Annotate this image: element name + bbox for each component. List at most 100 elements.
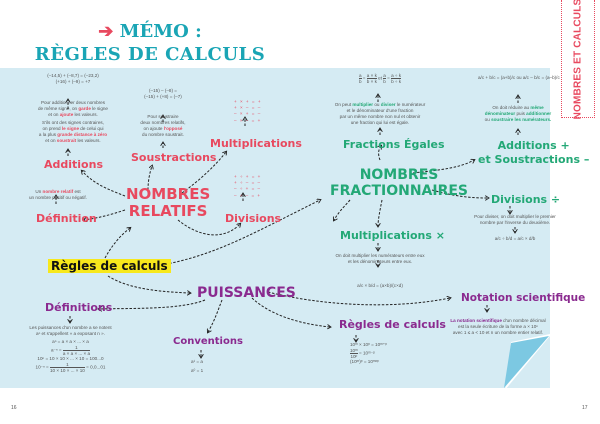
text-line: et le dénominateur d'une fraction [346, 108, 414, 113]
fractions-egales-text: On peut multiplier ou diviser le numérat… [320, 102, 440, 126]
text: le numérateur [396, 102, 426, 107]
denominator: 10ᵖ [350, 353, 358, 359]
sign-rule: + ÷ + = + [234, 174, 262, 179]
text: Un [35, 189, 42, 194]
text: a la plus [38, 132, 57, 137]
text-line: S'ils ont des signes contraires, [42, 120, 104, 125]
sign-rule: + × – = – [234, 105, 262, 111]
keyword: diviser [380, 102, 396, 107]
text: on prend [42, 126, 61, 131]
fractions-label-line1: NOMBRES [359, 167, 439, 183]
node-fractions-divisions: Divisions ÷ [491, 193, 561, 206]
sign-rule: + × + = + [234, 99, 262, 104]
text-line: avec 1 ≤ a < 10 et n un nombre entier re… [452, 330, 544, 335]
keyword: même [530, 105, 544, 110]
fractions-divisions-formula: a/c ÷ b/d = a/c × d/b [494, 236, 536, 241]
text-line: La notation scientifique d'un nombre déc… [448, 318, 548, 324]
page-number-left: 16 [11, 405, 17, 411]
relatifs-label-line2: RELATIFS [128, 202, 208, 220]
node-notation-scientifique: Notation scientifique [461, 292, 586, 304]
text: ou [516, 75, 522, 80]
text: a⁻ⁿ = [50, 347, 62, 353]
soustractions-example-2: (–15) + (+8) = (–7) [144, 94, 182, 99]
keyword: additionner [526, 111, 552, 116]
text-line: et les dénominateurs entre eux. [347, 259, 413, 264]
denominator: b ÷ k [391, 78, 402, 84]
puissances-definitions-text: Les puissances d'un nombre a se notent a… [18, 325, 123, 373]
formula: 10ᵐ × 10ᵖ = 10ᵐ⁺ᵖ [350, 342, 387, 347]
node-regles-de-calculs: Règles de calculs [48, 259, 171, 273]
memo-subtitle: RÈGLES DE CALCULS [34, 44, 266, 65]
formula: a⁰ = 1 [191, 368, 204, 373]
text-line: et on ajoute les valeurs. [28, 112, 118, 118]
addsub-label-line1: Additions + [497, 139, 570, 152]
text: ou [374, 102, 380, 107]
formula: 10ⁿ = 10 × 10 × ... × 10 = 100...0 [37, 356, 104, 361]
sign-rule: – × + = – [234, 111, 262, 117]
title-line-1: MÉMO : [119, 21, 202, 42]
text-line: aⁿ et s'appellent « a exposant n ». [36, 331, 105, 336]
node-definition: Définition [36, 212, 97, 225]
numerator: a × k [366, 73, 377, 78]
node-multiplications: Multiplications [210, 137, 302, 150]
text-line: une fraction qui lui est égale. [350, 120, 410, 125]
text-line: on prend le signe de celui qui [28, 126, 118, 132]
keyword: soustraire les numérateurs. [491, 117, 552, 122]
fractions-multiplications-text: On doit multiplier les numérateurs entre… [325, 253, 435, 265]
keyword: l'opposé [163, 126, 183, 131]
text: on ajoute [143, 126, 163, 131]
text: On peut [334, 102, 352, 107]
keyword: dénominateur [484, 111, 516, 116]
node-fractions-multiplications: Multiplications × [340, 229, 445, 242]
node-soustractions: Soustractions [131, 151, 217, 164]
keyword: le signe [61, 126, 79, 131]
numerator: a [358, 73, 362, 78]
mindmap-panel [0, 68, 550, 388]
denominator: b [358, 78, 362, 84]
fractions-label-line2: FRACTIONNAIRES [330, 183, 469, 199]
additions-example-1: (–14,5) + (–8,7) = (–23,2) [47, 73, 99, 78]
text: est [74, 189, 81, 194]
text: de celui qui [80, 126, 104, 131]
additions-example-2: (+16) + (–9) = +7 [55, 79, 91, 84]
text-line: Les puissances d'un nombre a se notent [29, 325, 112, 330]
node-nombres-fractionnaires: NOMBRES FRACTIONNAIRES [330, 167, 468, 199]
keyword: garde [78, 106, 91, 111]
soustractions-example-1: (–15) – (–8) = [149, 88, 177, 93]
formula: aⁿ = a × a × ... × a [52, 339, 89, 344]
sign-rule: + ÷ – = – [234, 180, 262, 186]
keyword: grande distance à zéro [57, 132, 108, 137]
numerator: a ÷ k [391, 73, 402, 78]
text: = 10ᵐ⁻ᵖ [359, 350, 375, 356]
center-label: Règles de calculs [48, 259, 171, 273]
node-divisions: Divisions [225, 212, 282, 225]
node-additions: Additions [44, 158, 103, 171]
text-line: On peut multiplier ou diviser le numérat… [320, 102, 440, 108]
additions-rule: Pour additionner deux nombres de même si… [28, 100, 118, 144]
memo-title: ➔ MÉMO : [0, 21, 300, 42]
denominator: b × k [366, 78, 377, 84]
text-line: Un nombre relatif est [18, 189, 98, 195]
formula: (10ᵐ)ᵖ = 10ᵐˣᵖ [350, 359, 379, 364]
fractions-multiplications-formula: a/c × b/d = (a×b)/(c×d) [357, 283, 403, 288]
node-fractions-addsub: Additions + et Soustractions – [478, 139, 589, 167]
numerator: 1 [66, 362, 69, 367]
page-number-right: 17 [582, 405, 588, 411]
text: le signe [92, 106, 108, 111]
text: et on [48, 112, 59, 117]
denominator: b [383, 78, 386, 84]
keyword: ajoute [59, 112, 74, 117]
fractions-addsub-text: On doit réduire au même dénominateur pui… [478, 105, 558, 123]
keyword: nombre relatif [42, 189, 74, 194]
soustractions-rule: Pour soustraire deux nombres relatifs, o… [128, 114, 198, 138]
denominator: a × a × ... × a [62, 350, 91, 356]
